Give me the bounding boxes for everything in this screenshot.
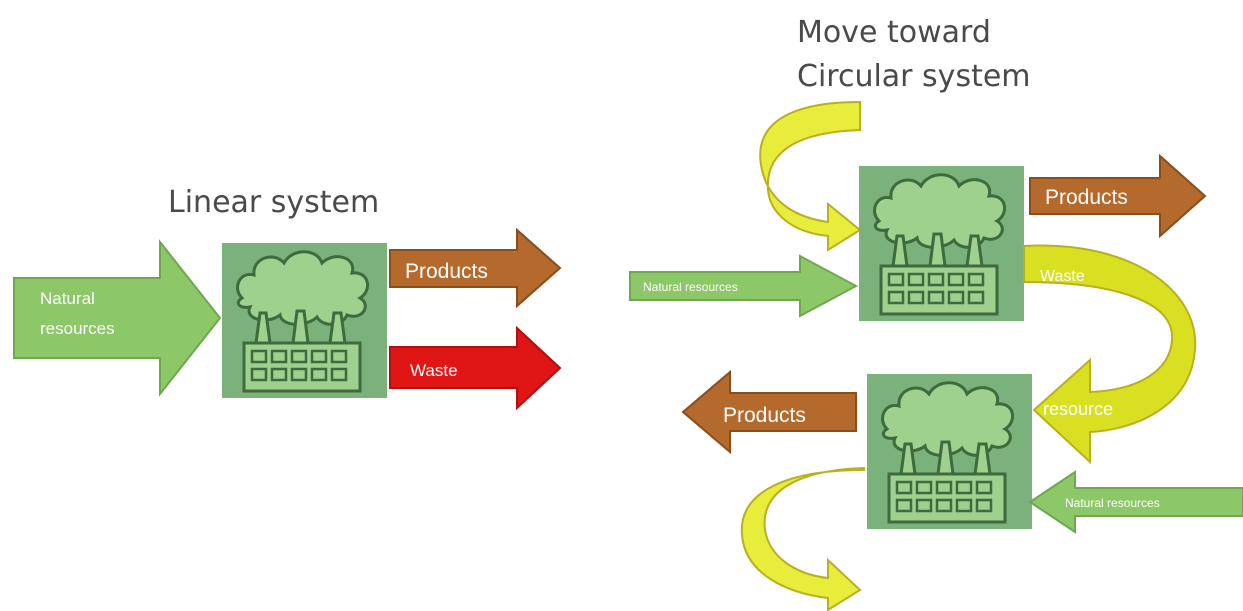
linear-system-title: Linear system xyxy=(168,185,379,220)
top-loop-arrow xyxy=(759,100,862,252)
factory-icon xyxy=(220,241,389,400)
circular-top-input-arrow xyxy=(629,254,859,318)
linear-waste-label: Waste xyxy=(410,361,458,380)
linear-input-label: Natural xyxy=(40,289,95,308)
linear-input-arrow xyxy=(13,239,222,397)
factory-icon xyxy=(865,372,1034,531)
circular-bottom-products-arrow xyxy=(681,369,857,455)
circular-top-input-label: Natural resources xyxy=(643,280,738,294)
circular-title-line1: Move toward xyxy=(797,15,991,50)
linear-products-arrow xyxy=(389,227,562,309)
circular-top-products-label: Products xyxy=(1045,186,1128,209)
circular-waste-label: Waste xyxy=(1040,268,1085,285)
factory-icon xyxy=(857,164,1026,323)
circular-bottom-products-label: Products xyxy=(723,404,806,427)
circular-top-products-arrow xyxy=(1029,153,1207,239)
circular-resource-label: resource xyxy=(1043,399,1113,419)
waste-to-resource-loop-arrow xyxy=(1023,244,1197,465)
linear-products-label: Products xyxy=(405,260,488,283)
circular-to-label: To xyxy=(1045,333,1061,350)
circular-bottom-input-label: Natural resources xyxy=(1065,496,1160,510)
circular-title-line2: Circular system xyxy=(797,59,1031,94)
linear-waste-arrow xyxy=(389,325,562,411)
linear-input-label-line2: resources xyxy=(40,319,115,338)
circular-bottom-input-arrow xyxy=(1028,470,1243,534)
bottom-loop-arrow xyxy=(740,466,865,611)
